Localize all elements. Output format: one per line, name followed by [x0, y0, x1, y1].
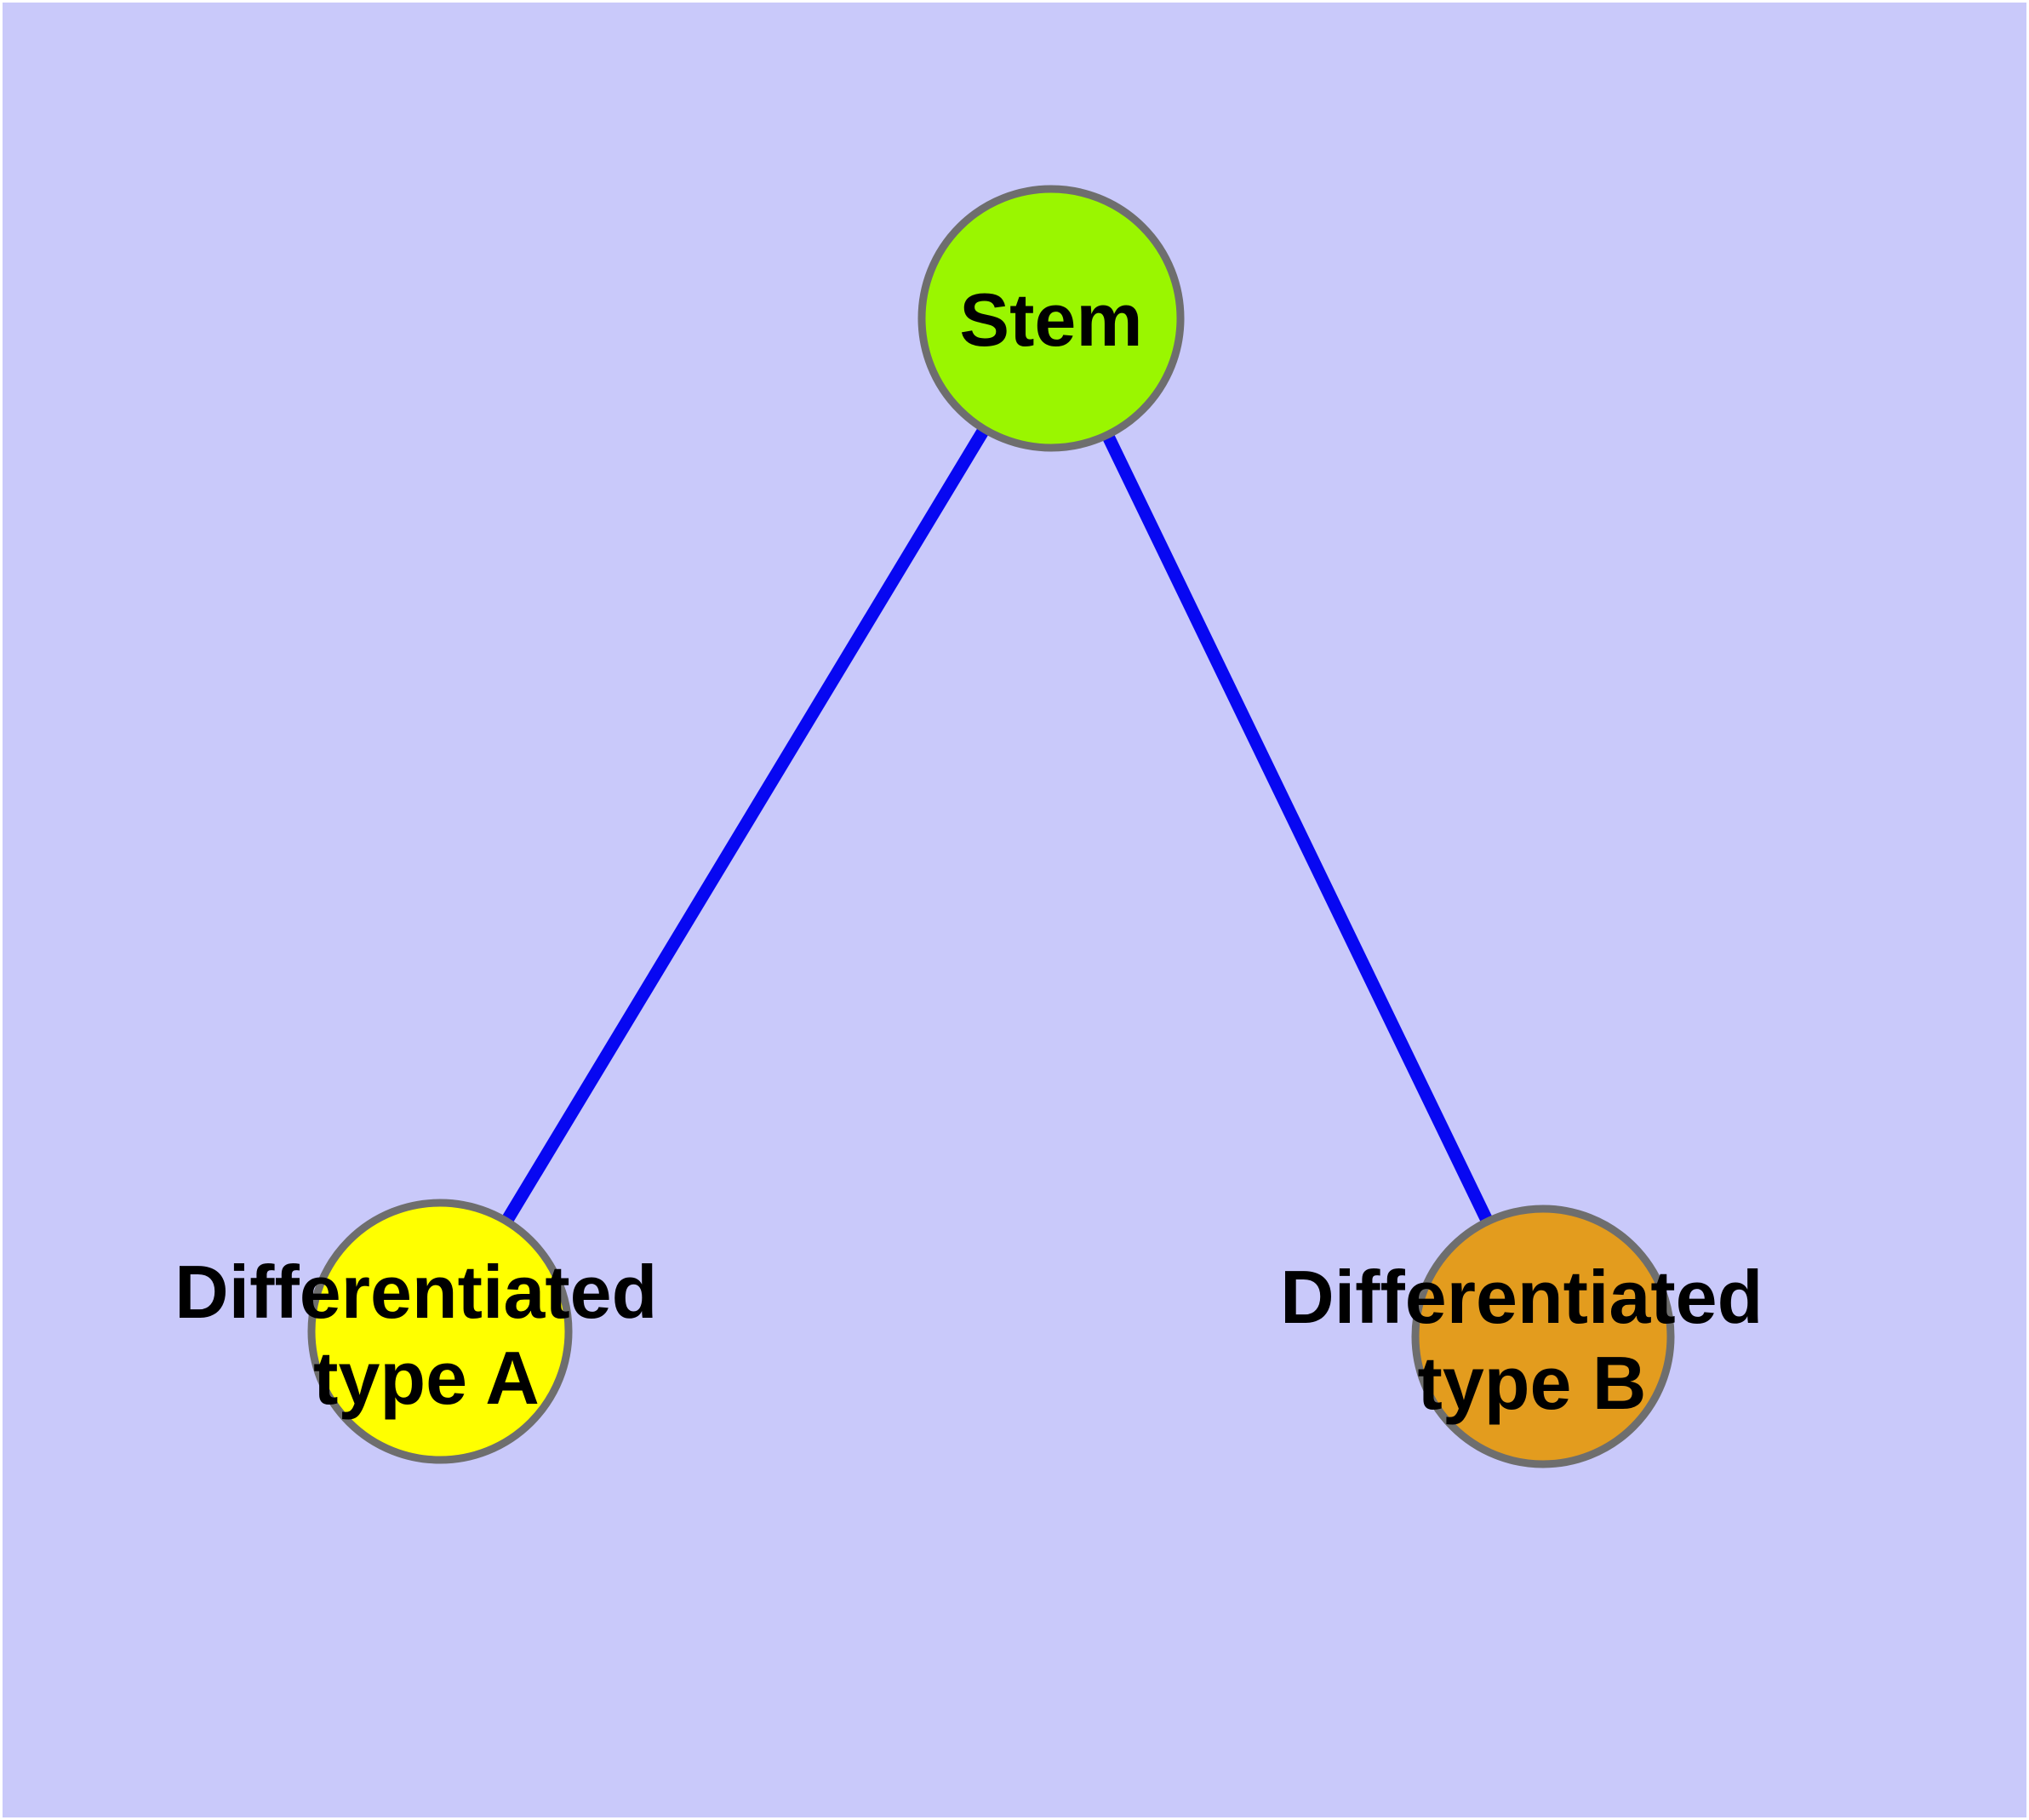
node-type-a-circle [307, 1199, 573, 1464]
node-type-a-label: Differentiated type A [174, 1250, 678, 1420]
node-stem-circle [917, 185, 1185, 452]
edge-stem-to-type-b [1045, 315, 1549, 1340]
node-type-a-label-line2: type A [313, 1336, 540, 1420]
node-type-b-label-line1: Differentiated [1280, 1255, 1763, 1339]
node-type-b-label-line2: type B [1418, 1341, 1647, 1425]
node-type-b-circle [1411, 1205, 1675, 1468]
edge-stem-to-type-a [434, 315, 1057, 1335]
node-type-b-label: Differentiated type B [1280, 1255, 1784, 1425]
node-type-a-label-line1: Differentiated [174, 1250, 657, 1334]
node-stem-label: Stem [959, 278, 1142, 362]
